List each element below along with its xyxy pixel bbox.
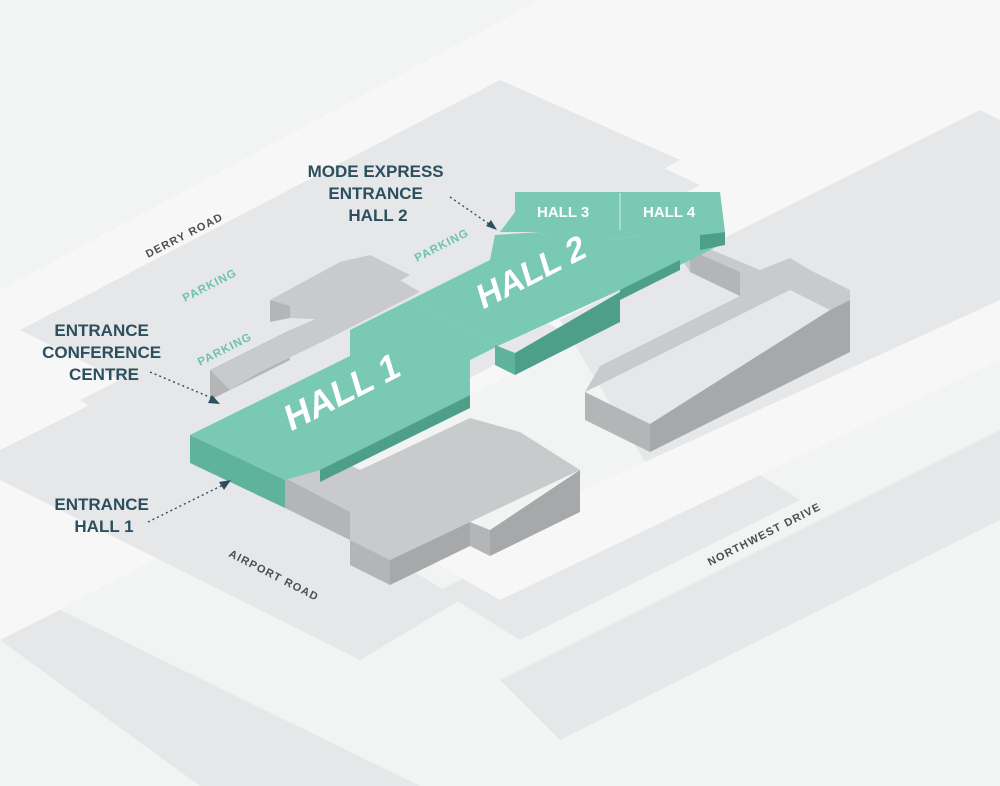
hall-3-4-block[interactable] bbox=[500, 192, 725, 250]
arrow-head bbox=[219, 480, 231, 490]
callout-line: HALL 1 bbox=[74, 517, 133, 536]
arrow-head bbox=[208, 395, 220, 404]
pointer-arrow bbox=[149, 371, 213, 399]
arrow-head bbox=[486, 220, 497, 230]
hall-4-label: HALL 4 bbox=[643, 204, 696, 221]
callout-line: CENTRE bbox=[69, 365, 139, 384]
callout-line: ENTRANCE bbox=[328, 184, 422, 203]
hall-2-block[interactable] bbox=[410, 232, 720, 375]
hall-3-label: HALL 3 bbox=[537, 204, 589, 221]
callout-line: MODE EXPRESS bbox=[308, 162, 444, 181]
pointer-arrow bbox=[147, 484, 224, 523]
callout-line: CONFERENCE bbox=[42, 343, 161, 362]
mode-express-entrance-callout: MODE EXPRESS ENTRANCE HALL 2 bbox=[308, 162, 497, 230]
hall-1-entrance-callout: ENTRANCE HALL 1 bbox=[54, 480, 231, 536]
callout-line: ENTRANCE bbox=[54, 321, 148, 340]
pointer-arrow bbox=[449, 196, 493, 227]
svg-text:ENTRANCE HALL 1: ENTRANCE HALL 1 bbox=[54, 495, 153, 536]
building-east bbox=[585, 245, 850, 452]
callout-line: ENTRANCE bbox=[54, 495, 148, 514]
svg-text:MODE EXPRESS ENTRANCE: MODE EXPRESS ENTRANCE HALL 2 bbox=[308, 162, 449, 225]
conference-entrance-callout: ENTRANCE CONFERENCE CENTRE bbox=[42, 321, 220, 404]
building-south bbox=[285, 418, 580, 585]
building-west bbox=[210, 255, 420, 400]
hall-1-block[interactable] bbox=[190, 300, 500, 508]
callout-line: HALL 2 bbox=[348, 206, 407, 225]
svg-text:ENTRANCE CONFERENCE: ENTRANCE CONFERENCE CENTRE bbox=[42, 321, 166, 384]
